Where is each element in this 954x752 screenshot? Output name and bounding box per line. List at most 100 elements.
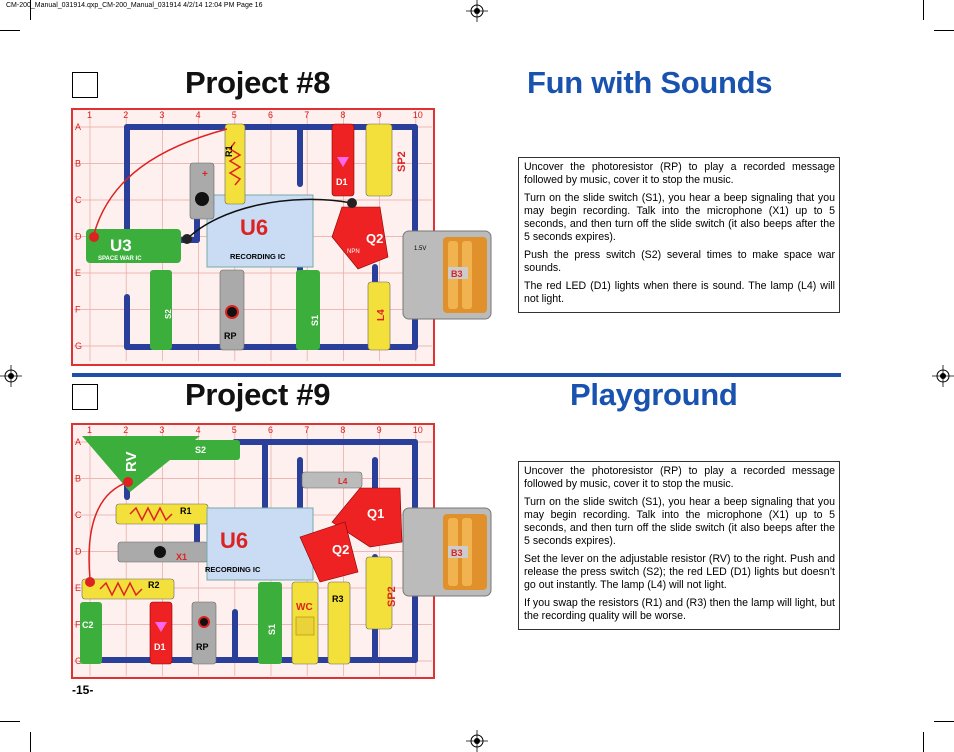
u6-label: U6 — [240, 215, 268, 240]
registration-mark-icon — [466, 0, 488, 22]
project8-instructions: Uncover the photoresistor (RP) to play a… — [518, 157, 840, 313]
registration-mark-icon — [466, 730, 488, 752]
grid-column-label: 8 — [340, 110, 345, 120]
svg-text:B3: B3 — [451, 548, 463, 558]
crop-mark — [30, 0, 31, 20]
project9-paragraph-3: Set the lever on the adjustable resistor… — [524, 553, 835, 591]
svg-text:X1: X1 — [176, 552, 187, 562]
grid-column-label: 9 — [377, 425, 382, 435]
slug-line: CM-200_Manual_031914.qxp_CM-200_Manual_0… — [6, 2, 263, 9]
svg-text:NPN: NPN — [347, 249, 360, 255]
grid-column-label: 2 — [123, 425, 128, 435]
svg-text:R1: R1 — [224, 145, 234, 157]
project9-name: Playground — [570, 377, 738, 412]
u6-module — [206, 507, 314, 581]
grid-row-label: G — [75, 656, 82, 666]
grid-column-label: 10 — [413, 425, 423, 435]
crop-mark — [0, 30, 20, 31]
grid-column-label: 5 — [232, 425, 237, 435]
grid-row-label: B — [75, 474, 81, 484]
grid-row-label: E — [75, 583, 81, 593]
rp-module — [191, 601, 217, 665]
grid-column-label: 6 — [268, 425, 273, 435]
svg-text:D1: D1 — [336, 177, 348, 187]
project9-paragraph-4: If you swap the resistors (R1) and (R3) … — [524, 597, 835, 622]
s2-module — [150, 270, 172, 350]
svg-text:RP: RP — [196, 642, 209, 652]
crop-mark — [30, 732, 31, 752]
grid-row-label: G — [75, 341, 82, 351]
svg-text:Q1: Q1 — [367, 506, 384, 521]
project8-name: Fun with Sounds — [527, 65, 773, 100]
svg-text:Q2: Q2 — [366, 231, 383, 246]
grid-row-label: D — [75, 232, 82, 242]
d1-module — [149, 601, 173, 665]
black-jumper-wire — [186, 198, 353, 240]
svg-text:S2: S2 — [195, 445, 206, 455]
grid-column-label: 3 — [159, 110, 164, 120]
grid-row-label: C — [75, 195, 82, 205]
grid-row-label: B — [75, 159, 81, 169]
svg-text:S1: S1 — [267, 624, 277, 635]
sp2-module — [365, 123, 393, 197]
project8-paragraph-1: Uncover the photoresistor (RP) to play a… — [524, 161, 835, 186]
project9-instructions: Uncover the photoresistor (RP) to play a… — [518, 461, 840, 630]
project8-number: Project #8 — [185, 65, 331, 100]
grid-row-label: F — [75, 305, 81, 315]
svg-text:L4: L4 — [376, 309, 387, 321]
svg-text:U6: U6 — [220, 528, 248, 553]
grid-column-label: 4 — [196, 110, 201, 120]
grid-column-label: 5 — [232, 110, 237, 120]
svg-text:R3: R3 — [332, 594, 344, 604]
u6-module — [206, 194, 314, 268]
c2-module — [80, 602, 102, 664]
r3-module — [327, 581, 351, 665]
svg-text:D1: D1 — [154, 642, 166, 652]
grid-column-label: 8 — [340, 425, 345, 435]
grid-column-label: 1 — [87, 425, 92, 435]
project8-paragraph-3: Push the press switch (S2) several times… — [524, 249, 835, 274]
x1-module — [189, 162, 215, 220]
grid-row-label: F — [75, 620, 81, 630]
s1-module — [296, 270, 320, 350]
r2-module — [81, 578, 175, 600]
crop-mark — [923, 732, 924, 752]
registration-mark-icon — [0, 365, 22, 387]
svg-text:RV: RV — [123, 451, 140, 472]
u6-sub: RECORDING IC — [230, 252, 286, 261]
grid-row-label: E — [75, 268, 81, 278]
grid-column-label: 9 — [377, 110, 382, 120]
registration-mark-icon — [932, 365, 954, 387]
svg-text:U3: U3 — [110, 236, 132, 255]
red-jumper-wire — [93, 128, 228, 235]
svg-text:B3: B3 — [451, 269, 463, 279]
svg-text:RP: RP — [224, 331, 237, 341]
project9-number: Project #9 — [185, 377, 331, 412]
q2-module — [331, 206, 389, 270]
svg-text:R2: R2 — [148, 580, 160, 590]
grid-row-label: C — [75, 510, 82, 520]
s1-module — [258, 582, 282, 664]
project9-paragraph-1: Uncover the photoresistor (RP) to play a… — [524, 465, 835, 490]
svg-text:L4: L4 — [338, 477, 348, 486]
project8-paragraph-2: Turn on the slide switch (S1), you hear … — [524, 192, 835, 243]
svg-text:SPACE WAR IC: SPACE WAR IC — [98, 256, 142, 262]
q2-module — [299, 521, 359, 583]
svg-text:Q2: Q2 — [332, 542, 349, 557]
project9-checkbox[interactable] — [72, 384, 98, 410]
grid-row-label: A — [75, 437, 81, 447]
grid-column-label: 6 — [268, 110, 273, 120]
svg-text:SP2: SP2 — [386, 586, 398, 607]
grid-column-label: 3 — [159, 425, 164, 435]
grid-row-label: D — [75, 547, 82, 557]
l4-module — [301, 471, 363, 489]
sp2-module — [365, 556, 393, 630]
page-number: -15- — [72, 683, 94, 697]
s2-module — [160, 440, 240, 460]
project8-checkbox[interactable] — [72, 72, 98, 98]
svg-text:C2: C2 — [82, 620, 94, 630]
grid-column-label: 10 — [413, 110, 423, 120]
red-jumper-wire — [88, 481, 129, 580]
